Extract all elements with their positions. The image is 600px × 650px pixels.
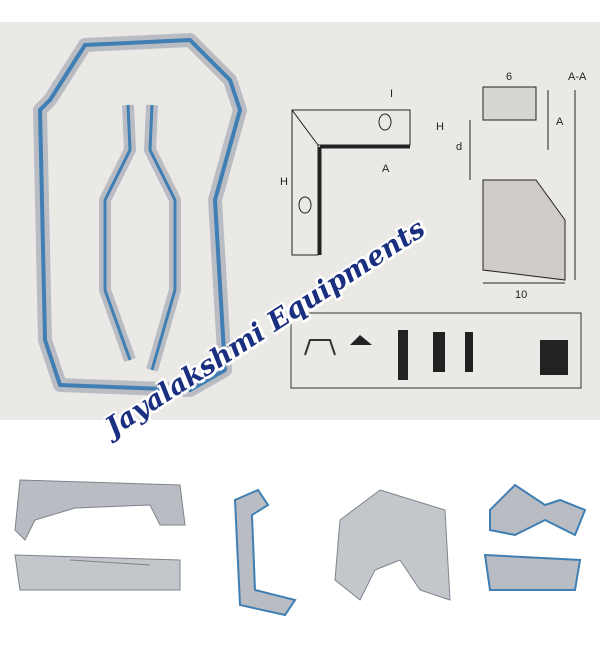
- seal-parts: [14, 479, 587, 617]
- label-width-bottom: 10: [515, 289, 527, 301]
- label-diameter: d: [456, 141, 462, 153]
- press-brake-seal-frames: I A H H 6 A-A d A 10: [33, 33, 587, 397]
- label-section: A-A: [568, 71, 587, 83]
- product-photo-top: I A H H 6 A-A d A 10 Jayalakshmi Equipme…: [0, 22, 600, 443]
- product-photo-bottom: [0, 440, 600, 650]
- section-drawing: [469, 86, 576, 284]
- label-dim-a: A: [556, 116, 564, 128]
- label-height-left: H: [280, 176, 288, 188]
- profile-samples: [290, 312, 582, 389]
- label-height-small: H: [436, 121, 444, 133]
- corner-drawing: [291, 109, 411, 256]
- label-arrow-a: A: [382, 163, 390, 175]
- label-arrow-top: I: [390, 88, 393, 100]
- label-width-top: 6: [506, 71, 512, 83]
